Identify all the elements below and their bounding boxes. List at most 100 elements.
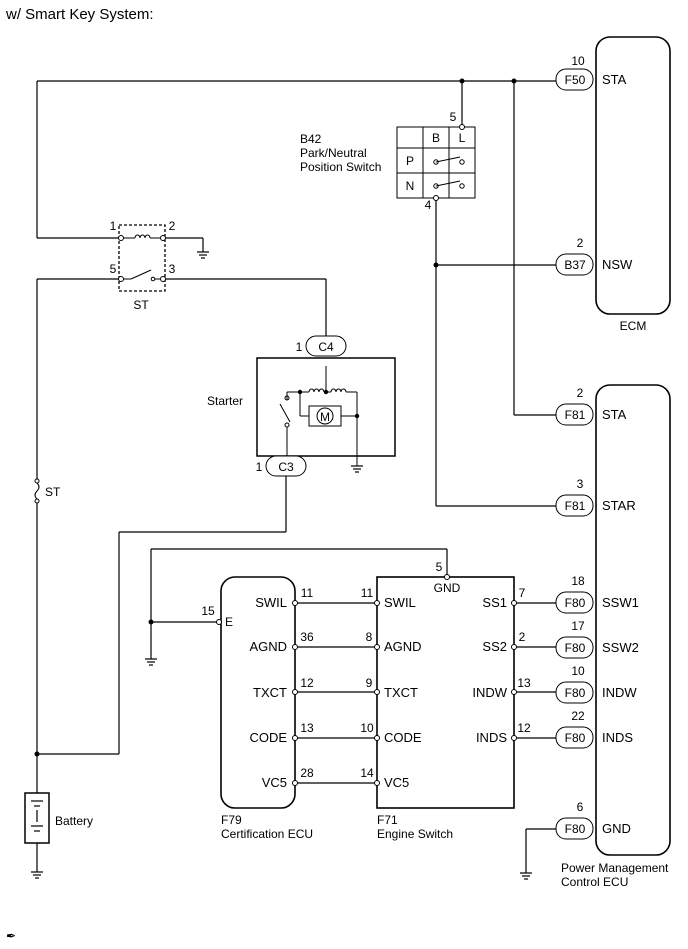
pnp-switch-code: B42 [300,132,322,146]
engine-switch-code: F71 [377,813,398,827]
wires [34,78,556,880]
pm-connector-f80-indw-pin: 10 [571,664,585,678]
es-pin-vc5: 14 [360,766,374,780]
engine-switch-gnd-terminal: GND [434,581,461,595]
cert-terminal-agnd: AGND [249,639,287,654]
pm-ecu-label-line2: Control ECU [561,875,628,889]
es-pin-agnd: 8 [366,630,373,644]
pnp-row-n: N [406,179,415,193]
cert-pin-agnd: 36 [300,630,314,644]
st-relay-label: ST [133,298,149,312]
ecm-connector-f50 [555,68,594,91]
battery: Battery [24,792,93,879]
pm-terminal-ssw2: SSW2 [602,640,639,655]
cert-terminal-vc5: VC5 [262,775,287,790]
es-pin-swil: 11 [361,586,374,600]
ecm-label: ECM [620,319,647,333]
es-pin-txct: 9 [366,676,373,690]
pnp-pin-top: 5 [450,110,457,124]
engine-switch-name: Engine Switch [377,827,453,841]
starter-motor-symbol: M [320,410,330,424]
ecm: ECM F50 10 STA B37 2 NSW [555,36,671,333]
cert-ecu-name: Certification ECU [221,827,313,841]
es-terminal-indw: INDW [472,685,507,700]
es-terminal-txct: TXCT [384,685,418,700]
fuse-label: ST [45,485,61,499]
st-relay-body [118,224,166,292]
pm-connector-f80-ssw2-pin: 17 [571,619,585,633]
pm-connector-f81-star-pin: 3 [577,477,584,491]
pnp-switch-name-line2: Position Switch [300,160,381,174]
cert-terminal-txct: TXCT [253,685,287,700]
starter-label: Starter [207,394,243,408]
st-relay-pin-3: 3 [169,262,176,276]
diagram-heading: w/ Smart Key System: [5,6,154,23]
pm-terminal-inds: INDS [602,730,633,745]
pm-terminal-star: STAR [602,498,636,513]
cert-pin-swil: 11 [301,586,314,600]
es-pin-ss1: 7 [519,586,526,600]
st-relay-pin-2: 2 [169,219,176,233]
es-pin-code: 10 [360,721,374,735]
starter-connector-c4-code: C4 [318,340,334,354]
cert-ecu-e-pin: 15 [201,604,215,618]
power-management-ecu: Power Management Control ECU F81 2 STA F… [555,384,671,889]
ecm-body [595,36,671,315]
es-pin-inds: 12 [517,721,531,735]
pnp-col-b: B [432,131,440,145]
es-terminal-vc5: VC5 [384,775,409,790]
pm-connector-f80-indw-code: F80 [565,686,586,700]
footer-mark: ✒ [6,929,16,943]
pm-connector-f80-ssw2-code: F80 [565,641,586,655]
pm-connector-f80-gnd-pin: 6 [577,800,584,814]
cert-ecu-code: F79 [221,813,242,827]
es-terminal-swil: SWIL [384,595,416,610]
starter: Starter C4 1 C3 1 M [207,335,396,477]
starter-connector-c4-pin: 1 [296,340,303,354]
engine-switch-gnd-pin: 5 [436,560,443,574]
pm-connector-f80-inds-code: F80 [565,731,586,745]
pm-connector-f81-star-code: F81 [565,499,586,513]
cert-ecu-e-terminal: E [225,615,233,629]
cert-pin-vc5: 28 [300,766,314,780]
ecm-connector-b37-code: B37 [564,258,586,272]
pnp-row-p: P [406,154,414,168]
st-relay-pin-1: 1 [110,219,117,233]
es-pin-ss2: 2 [519,630,526,644]
cert-terminal-swil: SWIL [255,595,287,610]
es-terminal-agnd: AGND [384,639,422,654]
ecm-connector-f50-code: F50 [565,73,586,87]
pm-connector-f81-sta-pin: 2 [577,386,584,400]
ecm-connector-f50-pin: 10 [571,54,585,68]
engine-switch: F71 Engine Switch GND 5 SWIL AGND TXCT C… [360,560,531,841]
st-relay: 1 2 5 3 ST [110,219,176,312]
es-terminal-ss2: SS2 [482,639,507,654]
pm-connector-f80-ssw1-pin: 18 [571,574,585,588]
starter-connector-c3-code: C3 [278,460,294,474]
pnp-pin-bottom: 4 [425,198,432,212]
cert-terminal-code: CODE [249,730,287,745]
pm-connector-f80-inds-pin: 22 [571,709,585,723]
starter-connector-c3-pin: 1 [256,460,263,474]
es-terminal-code: CODE [384,730,422,745]
ecm-terminal-sta: STA [602,72,627,87]
ecm-connector-b37-pin: 2 [577,236,584,250]
pnp-switch-name-line1: Park/Neutral [300,146,367,160]
st-relay-pin-5: 5 [110,262,117,276]
pm-terminal-sta: STA [602,407,627,422]
pnp-col-l: L [459,131,466,145]
cert-pin-code: 13 [300,721,314,735]
pm-connector-f80-ssw1-code: F80 [565,596,586,610]
pm-ecu-label-line1: Power Management [561,861,669,875]
certification-ecu: F79 Certification ECU E 15 SWIL AGND TXC… [201,576,314,841]
es-pin-indw: 13 [517,676,531,690]
cert-pin-txct: 12 [300,676,314,690]
ecm-terminal-nsw: NSW [602,257,633,272]
fuse-st: ST [34,478,61,504]
ground-symbol-relay [166,237,209,259]
pm-connector-f81-sta-code: F81 [565,408,586,422]
pm-connector-f80-gnd-code: F80 [565,822,586,836]
battery-label: Battery [55,814,93,828]
park-neutral-position-switch: B42 Park/Neutral Position Switch B L P N… [300,110,476,212]
